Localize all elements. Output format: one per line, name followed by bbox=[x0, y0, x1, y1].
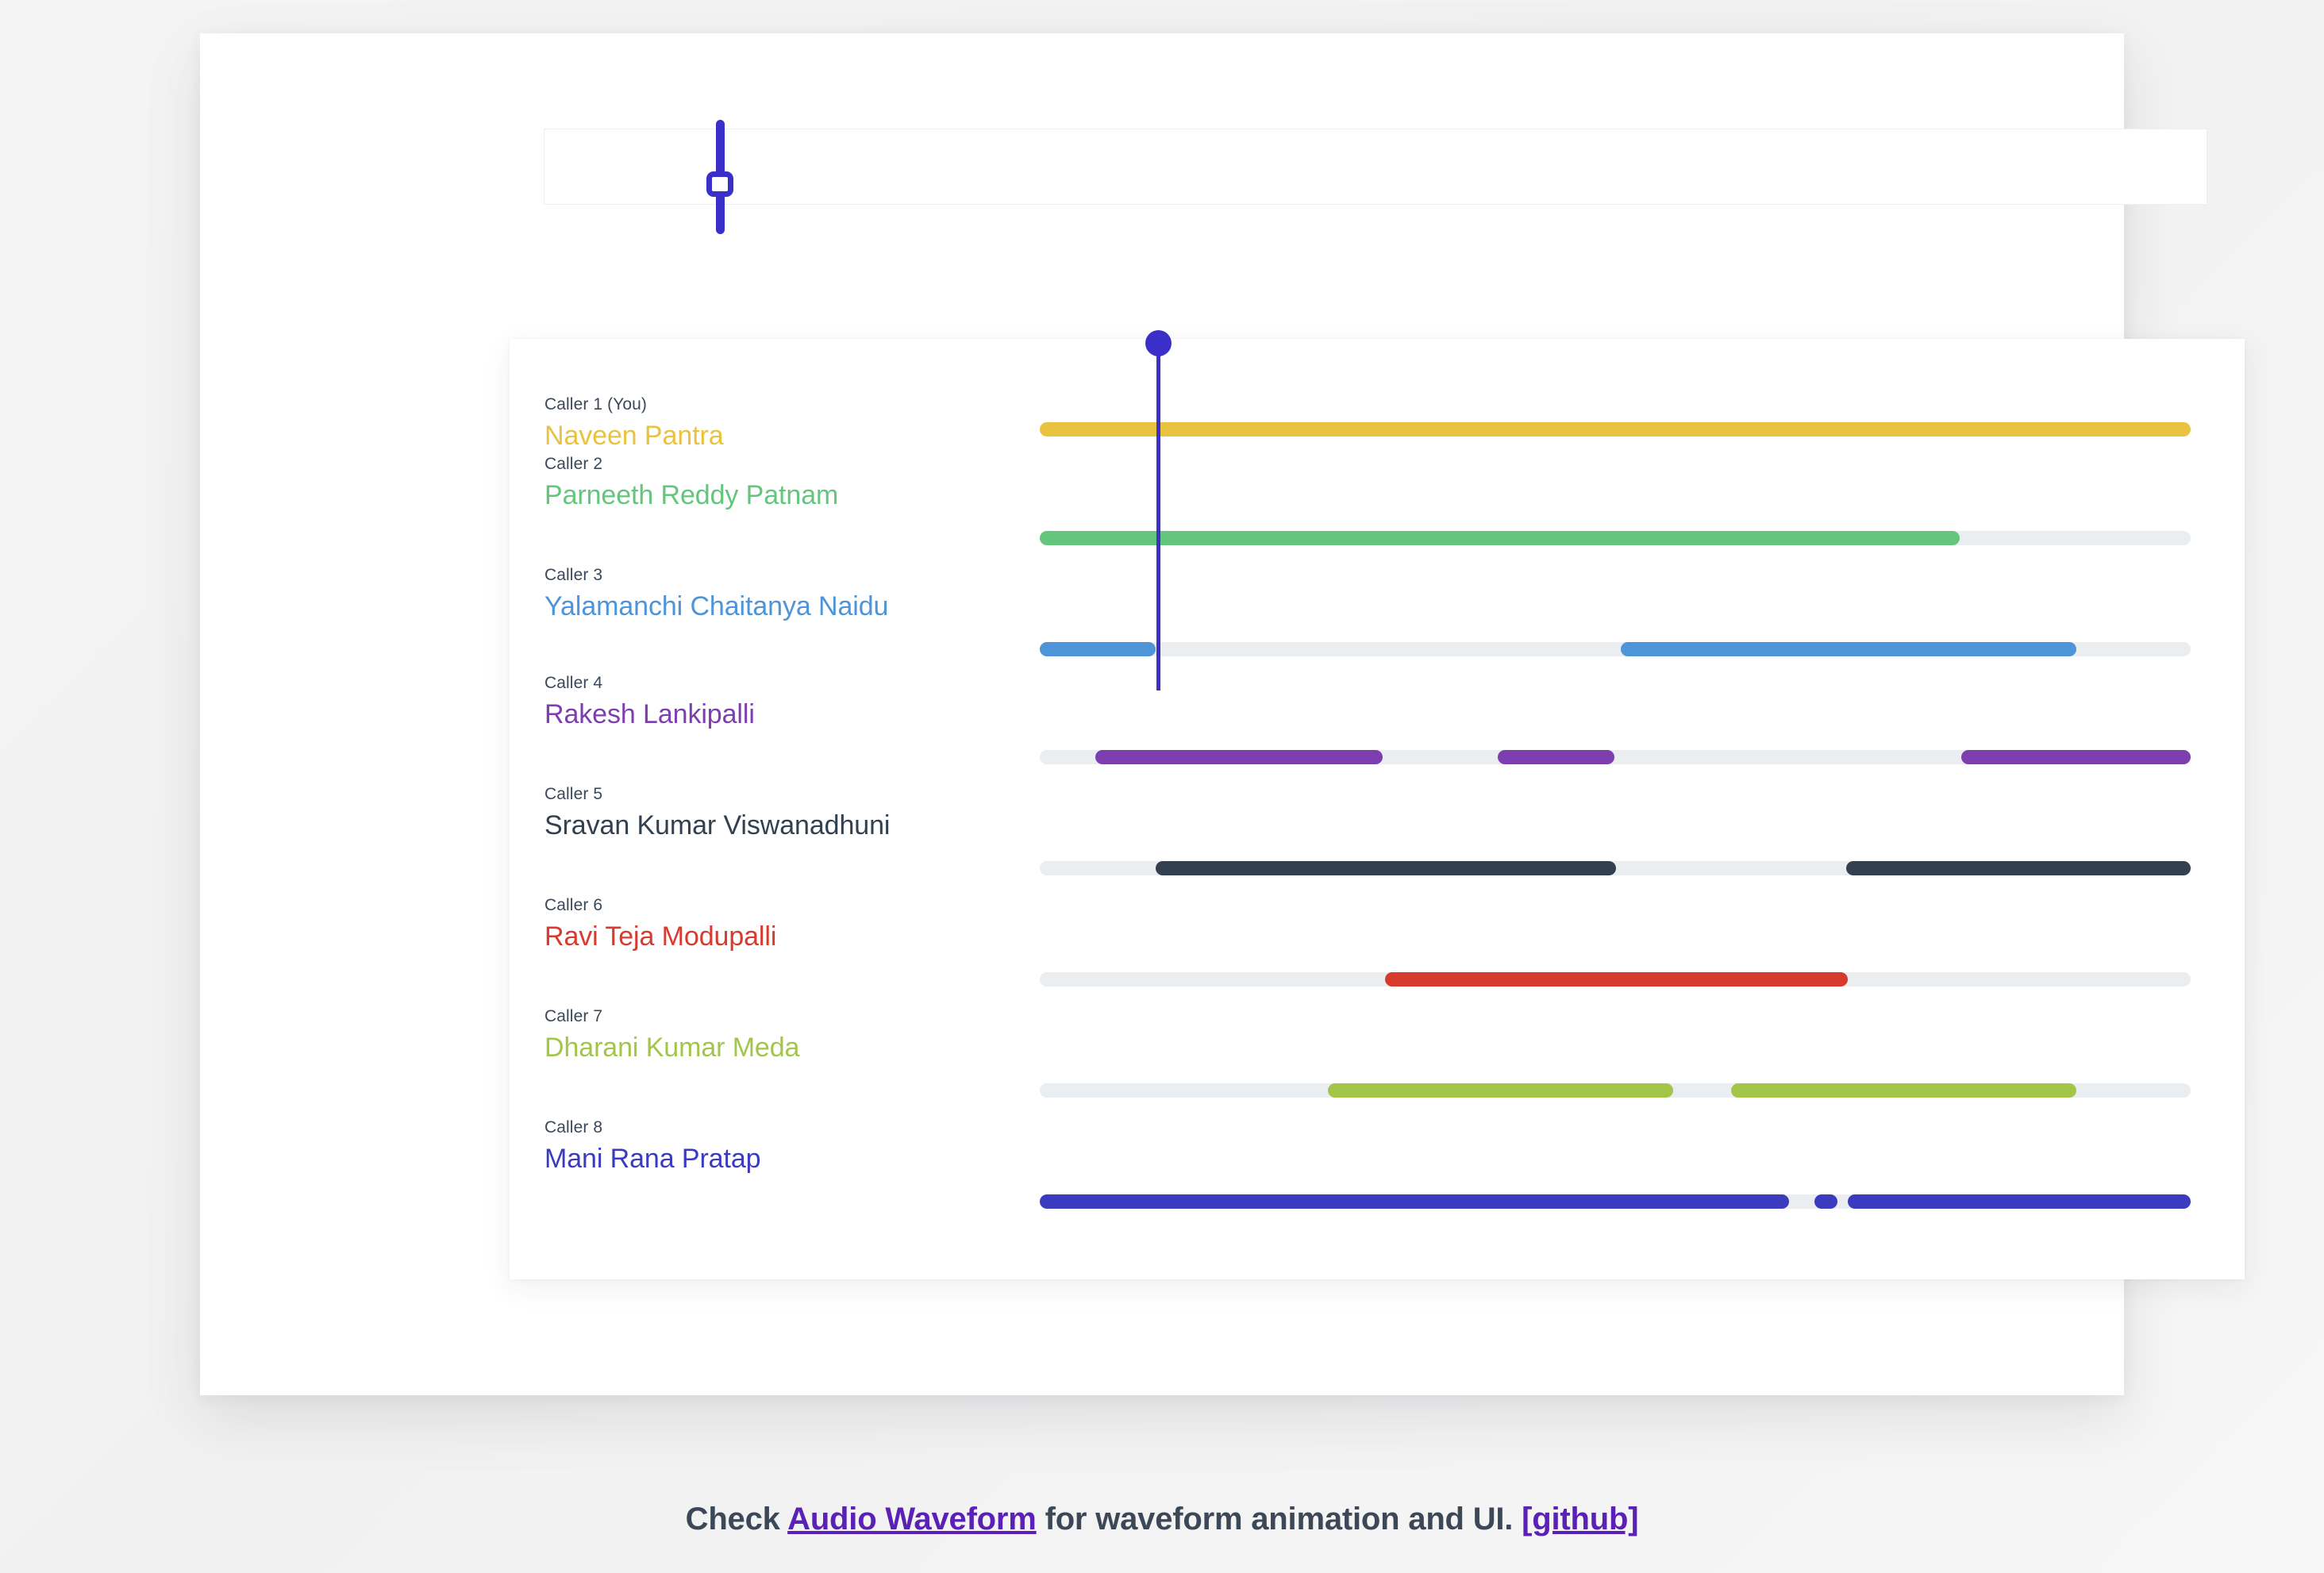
caller-name-label: Parneeth Reddy Patnam bbox=[544, 480, 839, 511]
caller-number-label: Caller 2 bbox=[544, 455, 603, 473]
speech-segment[interactable] bbox=[1156, 861, 1617, 875]
caller-number-label: Caller 1 (You) bbox=[544, 395, 648, 413]
caller-timeline-track[interactable] bbox=[1040, 1194, 2191, 1209]
speech-segment[interactable] bbox=[1385, 972, 1848, 986]
caller-name-label: Sravan Kumar Viswanadhuni bbox=[544, 810, 891, 841]
caller-number-label: Caller 6 bbox=[544, 896, 603, 914]
caller-number-label: Caller 7 bbox=[544, 1007, 603, 1025]
speech-segment[interactable] bbox=[1095, 750, 1383, 764]
speech-segment[interactable] bbox=[1731, 1083, 2077, 1098]
caller-timeline-track[interactable] bbox=[1040, 1083, 2191, 1098]
caller-number-label: Caller 3 bbox=[544, 566, 603, 584]
caller-number-label: Caller 4 bbox=[544, 674, 603, 692]
footer-middle: for waveform animation and UI. bbox=[1036, 1502, 1522, 1536]
caller-row: Caller 3 Yalamanchi Chaitanya Naidu bbox=[200, 33, 2191, 656]
caller-name-label: Yalamanchi Chaitanya Naidu bbox=[544, 591, 889, 622]
caller-row: Caller 8 Mani Rana Pratap bbox=[200, 33, 2191, 1209]
caller-name-label: Mani Rana Pratap bbox=[544, 1144, 761, 1175]
speech-segment[interactable] bbox=[1814, 1194, 1837, 1209]
caller-row: Caller 4 Rakesh Lankipalli bbox=[200, 33, 2191, 764]
caller-timeline-track[interactable] bbox=[1040, 861, 2191, 875]
caller-timeline-track[interactable] bbox=[1040, 642, 2191, 656]
caller-timeline-track[interactable] bbox=[1040, 422, 2191, 437]
timeline-card bbox=[510, 339, 2245, 1279]
caller-name-label: Naveen Pantra bbox=[544, 421, 724, 452]
speech-segment[interactable] bbox=[1040, 1194, 1789, 1209]
speech-segment[interactable] bbox=[1040, 642, 1156, 656]
playhead-slider-container[interactable] bbox=[544, 120, 2207, 234]
caller-label-group: Caller 7 Dharani Kumar Meda bbox=[544, 1006, 1037, 1063]
speech-segment[interactable] bbox=[1040, 422, 2191, 437]
caller-number-label: Caller 5 bbox=[544, 785, 603, 803]
caller-label-group: Caller 3 Yalamanchi Chaitanya Naidu bbox=[544, 565, 1037, 622]
caller-name-label: Dharani Kumar Meda bbox=[544, 1033, 800, 1063]
caller-label-group: Caller 4 Rakesh Lankipalli bbox=[544, 673, 1037, 730]
speech-segment[interactable] bbox=[1846, 861, 2191, 875]
slider-knob-handle[interactable] bbox=[706, 171, 733, 197]
caller-label-group: Caller 2 Parneeth Reddy Patnam bbox=[544, 454, 1037, 511]
caller-timeline-track[interactable] bbox=[1040, 750, 2191, 764]
speech-segment[interactable] bbox=[1040, 531, 1960, 545]
speech-segment[interactable] bbox=[1847, 1194, 2191, 1209]
speech-segment[interactable] bbox=[1327, 1083, 1673, 1098]
github-link[interactable]: [github] bbox=[1522, 1502, 1639, 1536]
caller-timeline-track[interactable] bbox=[1040, 972, 2191, 986]
audio-waveform-link[interactable]: Audio Waveform bbox=[787, 1502, 1037, 1536]
caller-name-label: Ravi Teja Modupalli bbox=[544, 921, 777, 952]
caller-label-group: Caller 5 Sravan Kumar Viswanadhuni bbox=[544, 784, 1037, 841]
caller-label-group: Caller 8 Mani Rana Pratap bbox=[544, 1117, 1037, 1175]
footer-credit: Check Audio Waveform for waveform animat… bbox=[0, 1502, 2324, 1537]
caller-row: Caller 7 Dharani Kumar Meda bbox=[200, 33, 2191, 1098]
caller-label-group: Caller 6 Ravi Teja Modupalli bbox=[544, 895, 1037, 952]
caller-timeline-track[interactable] bbox=[1040, 531, 2191, 545]
footer-prefix: Check bbox=[685, 1502, 788, 1536]
playhead-handle-dot[interactable] bbox=[1145, 330, 1172, 356]
caller-row: Caller 1 (You) Naveen Pantra bbox=[200, 33, 2191, 451]
caller-name-label: Rakesh Lankipalli bbox=[544, 699, 755, 730]
caller-row: Caller 2 Parneeth Reddy Patnam bbox=[200, 33, 2191, 545]
speech-segment[interactable] bbox=[1621, 642, 2077, 656]
playhead-line[interactable] bbox=[1145, 330, 1172, 690]
caller-number-label: Caller 8 bbox=[544, 1118, 603, 1136]
caller-row: Caller 6 Ravi Teja Modupalli bbox=[200, 33, 2191, 986]
caller-row: Caller 5 Sravan Kumar Viswanadhuni bbox=[200, 33, 2191, 875]
speech-segment[interactable] bbox=[1961, 750, 2191, 764]
caller-label-group: Caller 1 (You) Naveen Pantra bbox=[544, 394, 1037, 452]
speech-segment[interactable] bbox=[1498, 750, 1614, 764]
